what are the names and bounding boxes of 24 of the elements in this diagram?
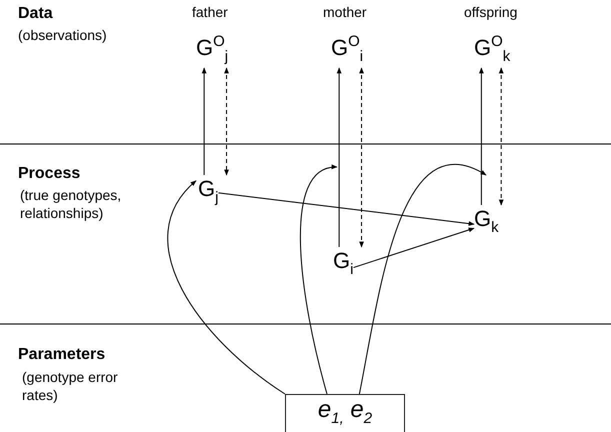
arrow bbox=[358, 164, 487, 394]
arrow bbox=[218, 192, 475, 226]
arrow bbox=[336, 67, 342, 248]
arrow bbox=[498, 67, 504, 206]
genotype-label: G$_{j}$ bbox=[198, 178, 218, 205]
parameter-box: e$_{1,}$ e$_{2}$ bbox=[285, 394, 405, 432]
section-heading: Process bbox=[18, 164, 80, 184]
arrow bbox=[479, 67, 484, 206]
section-heading: Parameters bbox=[18, 345, 106, 365]
arrow bbox=[168, 180, 286, 394]
column-heading: father bbox=[192, 4, 228, 20]
genotype-label: G$_{k}$ bbox=[474, 208, 499, 235]
arrow bbox=[202, 67, 207, 176]
section-description: (observations) bbox=[18, 26, 107, 44]
arrow bbox=[300, 166, 338, 394]
arrow bbox=[359, 67, 364, 248]
genotype-label: G$_{i}$ bbox=[333, 250, 354, 277]
column-heading: offspring bbox=[464, 4, 518, 20]
arrow bbox=[224, 67, 229, 176]
section-heading: Data bbox=[18, 4, 53, 24]
arrow bbox=[352, 228, 475, 268]
column-heading: mother bbox=[323, 4, 367, 20]
section-description: (true genotypes, relationships) bbox=[20, 186, 122, 222]
section-description: (genotype error rates) bbox=[22, 368, 119, 404]
